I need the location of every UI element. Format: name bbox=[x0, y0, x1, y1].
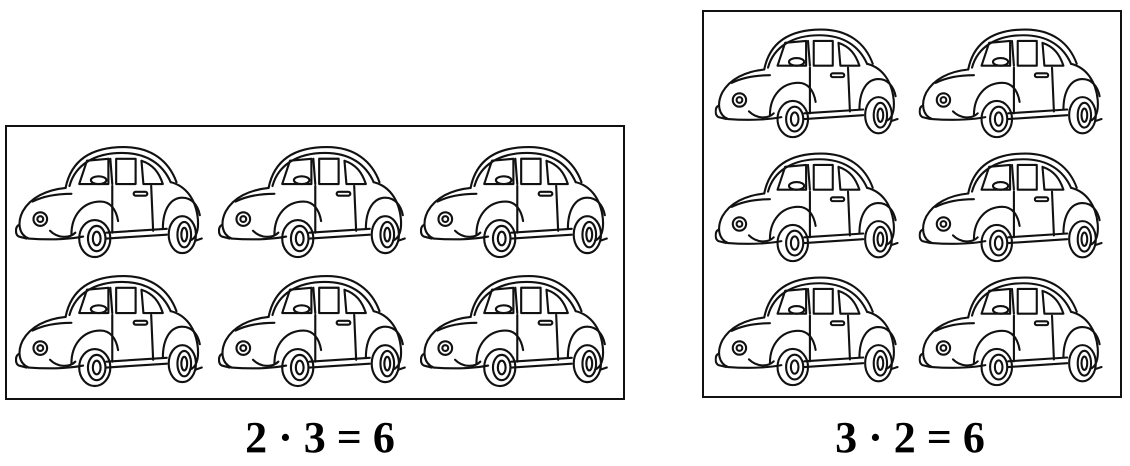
car-icon bbox=[11, 133, 214, 263]
left-equation: 2 · 3 = 6 bbox=[245, 413, 395, 462]
left-group-box bbox=[5, 125, 625, 400]
car-icon bbox=[214, 133, 417, 263]
car-icon bbox=[912, 266, 1116, 390]
car-icon bbox=[912, 142, 1116, 266]
right-equation: 3 · 2 = 6 bbox=[835, 413, 985, 462]
car-icon bbox=[11, 263, 214, 393]
car-icon bbox=[416, 263, 619, 393]
car-icon bbox=[708, 142, 912, 266]
car-icon bbox=[214, 263, 417, 393]
car-icon bbox=[708, 266, 912, 390]
car-icon bbox=[416, 133, 619, 263]
right-car-grid bbox=[704, 12, 1120, 396]
car-icon bbox=[912, 18, 1116, 142]
left-car-grid bbox=[7, 127, 623, 398]
car-icon bbox=[708, 18, 912, 142]
right-group-box bbox=[702, 10, 1122, 398]
